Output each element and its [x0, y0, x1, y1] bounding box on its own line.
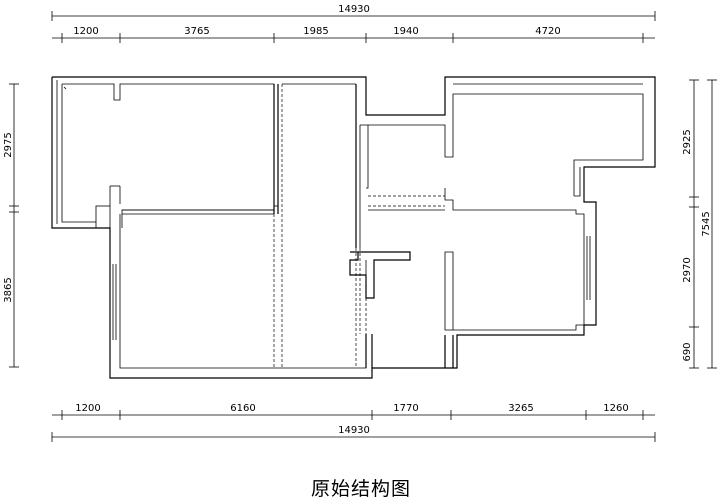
- bottom-total-label: 14930: [338, 425, 370, 436]
- bottom-segment-label: 3265: [508, 403, 533, 414]
- bottom-segment-label: 1260: [603, 403, 628, 414]
- right-total-label: 7545: [701, 211, 712, 236]
- bottom-segment-dimensions: 1200 6160 1770 3265 1260: [52, 403, 655, 420]
- bottom-segment-label: 1200: [75, 403, 100, 414]
- top-segment-dimensions: 1200 3765 1985 1940 4720: [52, 26, 655, 43]
- top-total-dimension: 14930: [51, 4, 656, 21]
- bottom-total-dimension: 14930: [51, 425, 656, 442]
- left-segment-label: 3865: [3, 277, 14, 302]
- bottom-segment-label: 1770: [393, 403, 418, 414]
- right-segment-label: 2925: [682, 129, 693, 154]
- left-dimensions: 2975 3865: [3, 83, 19, 368]
- left-segment-label: 2975: [3, 132, 14, 157]
- right-dimensions: 2925 2970 690 7545: [682, 79, 717, 369]
- top-segment-label: 4720: [535, 26, 560, 37]
- bottom-segment-label: 6160: [230, 403, 255, 414]
- walls: [51, 76, 656, 379]
- openings: [273, 84, 445, 368]
- right-segment-label: 690: [682, 342, 693, 361]
- top-segment-label: 1200: [73, 26, 98, 37]
- top-segment-label: 1985: [303, 26, 328, 37]
- top-segment-label: 3765: [184, 26, 209, 37]
- drawing-caption: 原始结构图: [310, 478, 411, 500]
- right-segment-label: 2970: [682, 257, 693, 282]
- top-segment-label: 1940: [393, 26, 418, 37]
- top-total-label: 14930: [338, 4, 370, 15]
